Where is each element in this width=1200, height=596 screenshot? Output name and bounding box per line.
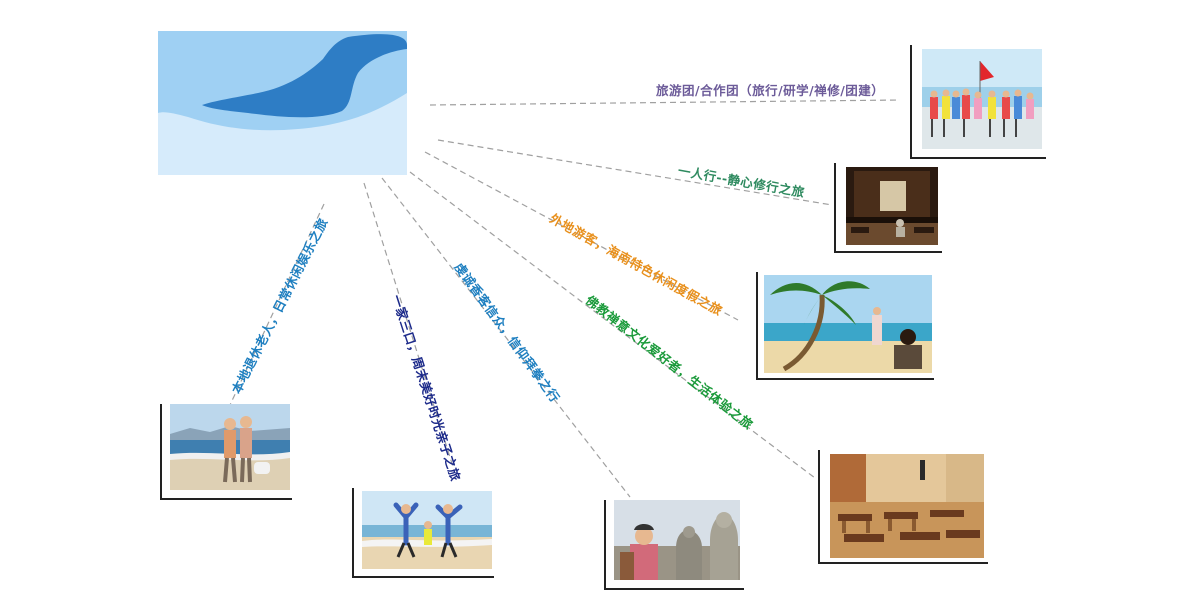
photo-pilgrims <box>604 500 744 590</box>
connector-solo <box>437 139 833 206</box>
photo-solo <box>834 163 942 253</box>
connector-family <box>363 182 455 471</box>
island-map-icon <box>158 31 407 175</box>
buddha-statue-photo-icon <box>614 500 740 580</box>
group-tour-photo-icon <box>922 49 1042 149</box>
label-tour-group: 旅游团/合作团（旅行/研学/禅修/团建） <box>656 83 885 98</box>
photo-zen-culture <box>818 450 988 564</box>
photo-visitors <box>756 272 934 380</box>
center-map-image <box>158 31 407 175</box>
beach-palm-photo-icon <box>764 275 932 373</box>
connector-tour-group <box>429 99 901 106</box>
family-beach-photo-icon <box>362 491 492 569</box>
classroom-photo-icon <box>830 454 984 558</box>
photo-elderly <box>160 404 292 500</box>
connector-zen-culture <box>409 171 816 479</box>
photo-tour-group <box>910 45 1046 159</box>
photo-family <box>352 488 494 578</box>
meditation-room-photo-icon <box>846 167 938 245</box>
elderly-couple-photo-icon <box>170 404 290 490</box>
connector-pilgrims <box>381 177 631 498</box>
connector-elderly <box>229 203 325 406</box>
